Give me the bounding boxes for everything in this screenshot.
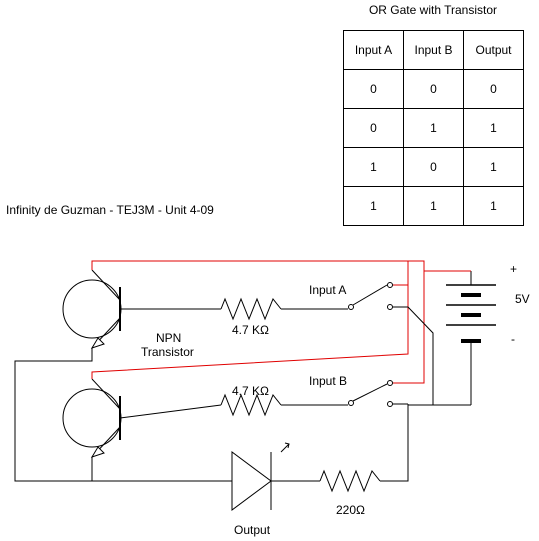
transistor-a <box>62 269 122 349</box>
supply-wires <box>91 260 425 384</box>
header-input-b: Input B <box>403 30 464 70</box>
battery <box>424 270 496 406</box>
table-cell: 0 <box>403 69 464 109</box>
switch-a-contact-bottom <box>387 304 393 310</box>
table-cell: 1 <box>343 186 404 226</box>
table-cell: 0 <box>403 147 464 187</box>
battery-minus-label: - <box>511 332 515 346</box>
header-output: Output <box>463 30 524 70</box>
led-resistor-wire <box>271 404 409 493</box>
transistor-label-line2: Transistor <box>141 345 194 359</box>
transistor-b <box>62 378 122 458</box>
table-row: 0 1 1 <box>343 108 524 148</box>
base-wire-b <box>119 380 415 419</box>
base-wire-a <box>120 282 434 406</box>
switch-a-pivot <box>348 304 354 310</box>
author-line: Infinity de Guzman - TEJ3M - Unit 4-09 <box>6 203 214 217</box>
header-input-a: Input A <box>343 30 404 70</box>
table-cell: 1 <box>403 186 464 226</box>
table-row: 0 0 0 <box>343 69 524 109</box>
emitter-wires <box>14 348 232 482</box>
table-row: 1 1 1 <box>343 186 524 226</box>
table-cell: 1 <box>463 108 524 148</box>
table-cell: 0 <box>463 69 524 109</box>
table-row: 1 0 1 <box>343 147 524 187</box>
output-led <box>231 442 290 511</box>
transistor-label-line1: NPN <box>156 331 181 345</box>
table-cell: 0 <box>343 108 404 148</box>
truth-table-header-row: Input A Input B Output <box>343 30 524 70</box>
table-cell: 1 <box>343 147 404 187</box>
input-b-label: Input B <box>309 374 347 388</box>
battery-voltage-label: 5V <box>515 292 530 306</box>
switch-b-pivot <box>348 400 354 406</box>
resistor-a-label: 4.7 KΩ <box>232 323 269 337</box>
switch-b-contact-top <box>387 380 393 386</box>
output-label: Output <box>234 523 271 537</box>
battery-plus-label: + <box>510 262 517 276</box>
truth-table: Input A Input B Output 0 0 0 0 1 1 1 0 1… <box>343 30 524 226</box>
table-cell: 1 <box>463 186 524 226</box>
resistor-220 <box>319 469 381 493</box>
resistor-b <box>220 393 282 417</box>
truth-table-title: OR Gate with Transistor <box>368 3 498 17</box>
switch-b-contact-bottom <box>387 401 393 407</box>
resistor-b-label: 4.7 KΩ <box>232 384 269 398</box>
switch-a-contact-top <box>387 282 393 288</box>
table-cell: 1 <box>463 147 524 187</box>
input-a-label: Input A <box>309 283 346 297</box>
resistor-a <box>220 297 282 321</box>
led-resistor-label: 220Ω <box>336 503 365 517</box>
